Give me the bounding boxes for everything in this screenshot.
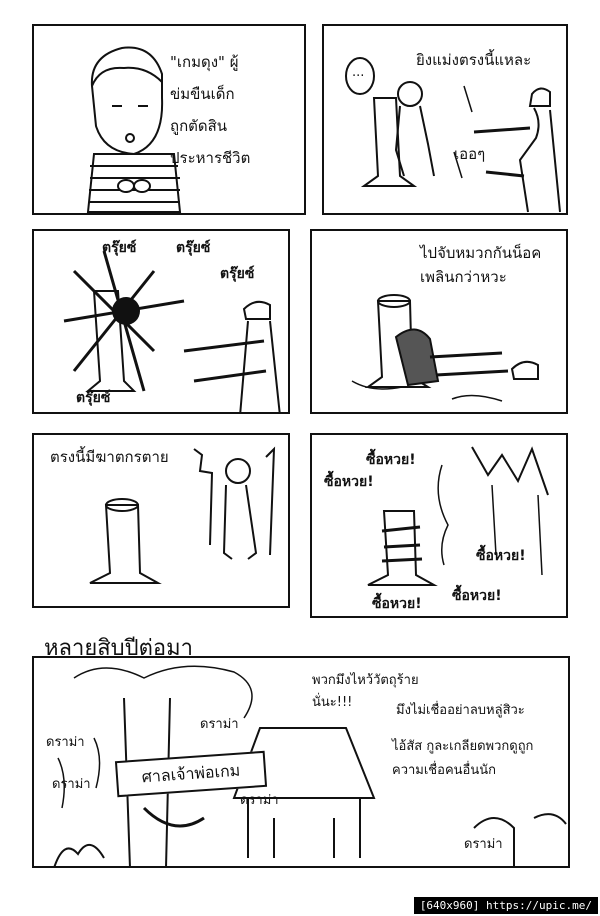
speech-line: ความเชื่อคนอื่นนัก xyxy=(392,763,496,778)
speech-line: เพลินกว่าหวะ xyxy=(420,268,507,286)
narration-line: ประหารชีวิต xyxy=(170,149,251,167)
panel-1: "เกมดุง" ผู้ ข่มขืนเด็ก ถูกตัดสิน ประหาร… xyxy=(32,24,306,215)
sound-effect: ตรุ๊ยซ์ xyxy=(176,240,211,256)
panel-1-art xyxy=(86,46,182,213)
shout: ซื้อหวย! xyxy=(476,548,526,564)
speech-line: มึงไม่เชื่ออย่าลบหลู่สิวะ xyxy=(396,703,525,718)
shout: ซื้อหวย! xyxy=(324,474,374,490)
shout: ซื้อหวย! xyxy=(452,588,502,604)
panel-5: ตรงนี้มีฆาตกรตาย xyxy=(32,433,290,608)
dots-bubble: ... xyxy=(352,65,365,80)
drama-label: ดราม่า xyxy=(52,777,91,792)
shout: ซื้อหวย! xyxy=(372,596,422,612)
drama-label: ดราม่า xyxy=(200,717,239,732)
panel-6: ซื้อหวย! ซื้อหวย! ซื้อหวย! ซื้อหวย! ซื้อ… xyxy=(310,433,568,618)
speech-line: ตรงนี้มีฆาตกรตาย xyxy=(50,448,169,466)
panel-4: ไปจับหมวกกันน็อค เพลินกว่าหวะ xyxy=(310,229,568,414)
speech-line: เออๆ xyxy=(454,145,486,163)
panel-5-art xyxy=(89,446,276,584)
panel-2-art xyxy=(345,57,561,213)
watermark: [640x960] https://upic.me/ xyxy=(413,897,598,914)
shout: ซื้อหวย! xyxy=(366,452,416,468)
speech-line: พวกมึงไหว้วัตถุร้าย xyxy=(312,673,419,688)
speech-line: ยิงแม่งตรงนี้แหละ xyxy=(416,51,532,69)
panel-3: ตรุ๊ยซ์ ตรุ๊ยซ์ ตรุ๊ยซ์ ตรุ๊ยซ์ xyxy=(32,229,290,414)
speech-line: ไอ้สัส กูละเกลียดพวกดูถูก xyxy=(392,739,534,754)
drama-label: ดราม่า xyxy=(240,793,279,808)
panel-3-art xyxy=(63,250,281,412)
sound-effect: ตรุ๊ยซ์ xyxy=(76,390,111,406)
narration-line: ถูกตัดสิน xyxy=(170,117,228,135)
speech-line: ไปจับหมวกกันน็อค xyxy=(420,244,542,262)
narration-line: ข่มขืนเด็ก xyxy=(170,85,235,103)
panel-4-art xyxy=(351,294,539,402)
drama-label: ดราม่า xyxy=(464,837,503,852)
speech-line: นั่นะ!!! xyxy=(312,695,353,710)
sound-effect: ตรุ๊ยซ์ xyxy=(220,266,255,282)
panel-6-art xyxy=(367,446,549,586)
panel-2: ... ยิงแม่งตรงนี้แหละ เออๆ xyxy=(322,24,568,215)
narration-line: "เกมดุง" ผู้ xyxy=(170,53,239,71)
drama-label: ดราม่า xyxy=(46,735,85,750)
panel-7: ดราม่า ดราม่า ดราม่า ดราม่า ดราม่า พวกมึ… xyxy=(32,656,570,868)
sound-effect: ตรุ๊ยซ์ xyxy=(102,240,137,256)
